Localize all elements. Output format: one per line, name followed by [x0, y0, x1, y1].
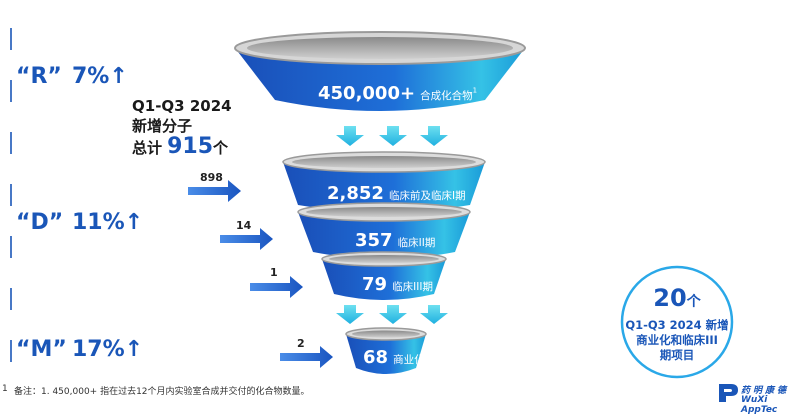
circle-caption-line-3: 期项目 [659, 348, 695, 362]
logo-chinese: 药明康德 [741, 386, 790, 396]
total-label: 总计 [132, 139, 163, 157]
funnel-stage-5-value: 68 [363, 347, 389, 368]
funnel-stage-2-text: 2,852 临床前及临床I期 [327, 183, 466, 204]
metric-m-letter: “M” [16, 337, 67, 362]
metric-d-percent: 11%↑ [72, 210, 144, 235]
circle-caption-line-1: Q1-Q3 2024 新增 [625, 318, 729, 332]
funnel-stage-1-label: 合成化合物 [420, 90, 473, 102]
inflow-arrow-1-value: 898 [200, 171, 223, 184]
funnel-stage-5-label: 商业化 [393, 354, 425, 366]
funnel-stage-5-shape [345, 327, 427, 374]
funnel-stage-3-value: 357 [355, 230, 393, 251]
funnel-stage-3-text: 357 临床II期 [355, 230, 435, 251]
funnel-stage-4-text: 79 临床III期 [362, 274, 433, 295]
metric-m-percent: 17%↑ [72, 337, 144, 362]
funnel-stage-5-text: 68 商业化 [363, 347, 425, 368]
footnote-text: 备注：1. 450,000+ 指在过去12个月内实验室合成并交付的化合物数量。 [14, 387, 310, 397]
down-arrows-row-1 [336, 126, 448, 146]
inflow-arrows [188, 180, 333, 368]
circle-caption: Q1-Q3 2024 新增 商业化和临床III 期项目 [617, 318, 737, 363]
circle-headline: 20个 [622, 284, 732, 312]
funnel-stage-1-value: 450,000+ [318, 83, 416, 104]
funnel-stage-4-label: 临床III期 [392, 281, 433, 293]
metric-r-letter: “R” [16, 64, 62, 89]
funnel-stage-4-value: 79 [362, 274, 388, 295]
new-molecules-subtitle: 新增分子 [132, 117, 193, 135]
circle-unit: 个 [686, 294, 701, 310]
total-value: 915 [167, 134, 214, 159]
funnel-stage-3-label: 临床II期 [397, 237, 436, 249]
down-arrows-row-2 [336, 305, 448, 324]
logo-english: WuXi AppTec [741, 395, 778, 415]
highlight-circle [620, 265, 734, 379]
new-molecules-period: Q1-Q3 2024 [132, 97, 232, 115]
circle-caption-line-2: 商业化和临床III [636, 333, 718, 347]
inflow-arrow-4-value: 2 [297, 337, 305, 350]
metric-r-percent: 7%↑ [72, 64, 128, 89]
funnel-stage-2-label: 临床前及临床I期 [389, 190, 466, 202]
metric-d-letter: “D” [16, 210, 64, 235]
funnel-stage-1-footnote-marker: 1 [472, 86, 478, 95]
logo-mark [719, 384, 738, 402]
new-molecules-total: 总计 915个 [132, 134, 228, 159]
funnel-stage-2-value: 2,852 [327, 183, 384, 204]
circle-number: 20 [653, 284, 687, 312]
funnel-stage-3-shape [297, 202, 471, 259]
funnel-stage-2-shape [282, 151, 486, 213]
footnote-marker: 1 [2, 384, 8, 394]
funnel-stage-4-shape [321, 251, 447, 300]
funnel-stage-1-shape [234, 31, 526, 111]
funnel-stage-1-text: 450,000+ 合成化合物1 [318, 83, 477, 104]
inflow-arrow-2-value: 14 [236, 219, 252, 232]
inflow-arrow-3-value: 1 [270, 266, 278, 279]
total-unit: 个 [213, 139, 229, 157]
